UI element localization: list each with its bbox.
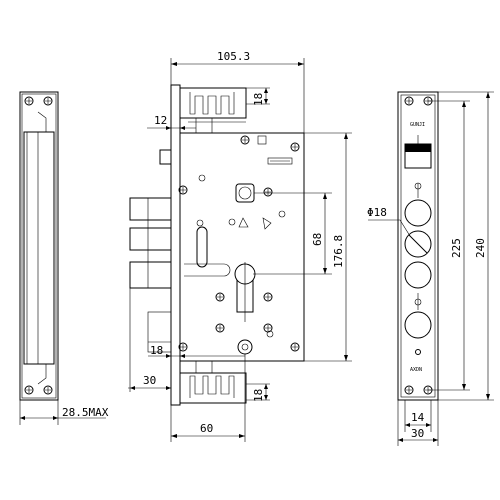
dim-225-label: 225: [450, 238, 463, 258]
dim-18-right-label: 18: [252, 389, 265, 402]
depth-max-label: 28.5MAX: [62, 406, 109, 419]
faceplate-view: GUNJI AXDN Φ18 225 240: [367, 91, 494, 446]
lock-case: [179, 132, 305, 362]
faceplate-outline: [19, 91, 59, 401]
dim-30-plate-label: 30: [411, 427, 424, 440]
top-tab: [37, 111, 47, 132]
front-view: 105.3 18 12 68 176.8 18 30: [128, 50, 352, 442]
latch-bolts: [129, 149, 172, 353]
bottom-bolt-assembly: [179, 360, 247, 404]
plate-top-marking: GUNJI: [410, 122, 425, 128]
dim-18-left-label: 18: [150, 344, 163, 357]
dim-14-label: 14: [411, 411, 425, 424]
case-screws: [178, 135, 300, 352]
diameter-label: Φ18: [367, 206, 387, 219]
dim-176-label: 176.8: [332, 235, 345, 268]
lock-body-profile: [23, 131, 55, 365]
side-screws: [24, 96, 53, 395]
bolt-holes: [404, 183, 432, 339]
front-faceplate: [170, 84, 181, 406]
bottom-tab: [37, 364, 47, 385]
bottom-follower: [237, 339, 253, 355]
cylinder-cutout: [234, 262, 256, 322]
dim-12-label: 12: [154, 114, 167, 127]
top-bolt-assembly: [179, 87, 247, 134]
dim-30-label: 30: [143, 374, 156, 387]
diameter-leader: [368, 219, 411, 237]
plate-outline: [397, 91, 439, 401]
dim-240-label: 240: [474, 238, 487, 258]
plate-bottom-marking: AXDN: [410, 367, 422, 373]
spindle-slot: [196, 226, 208, 268]
dim-68-label: 68: [311, 233, 324, 246]
plate-small-hole: [415, 349, 421, 355]
spindle-square: [235, 183, 255, 203]
side-profile-view: 28.5MAX: [19, 91, 109, 425]
dim-105-label: 105.3: [217, 50, 250, 63]
dim-60-label: 60: [200, 422, 213, 435]
deadlatch: [159, 149, 172, 165]
dim-18-top-label: 18: [252, 93, 265, 106]
faceplate-inner: [21, 93, 57, 399]
